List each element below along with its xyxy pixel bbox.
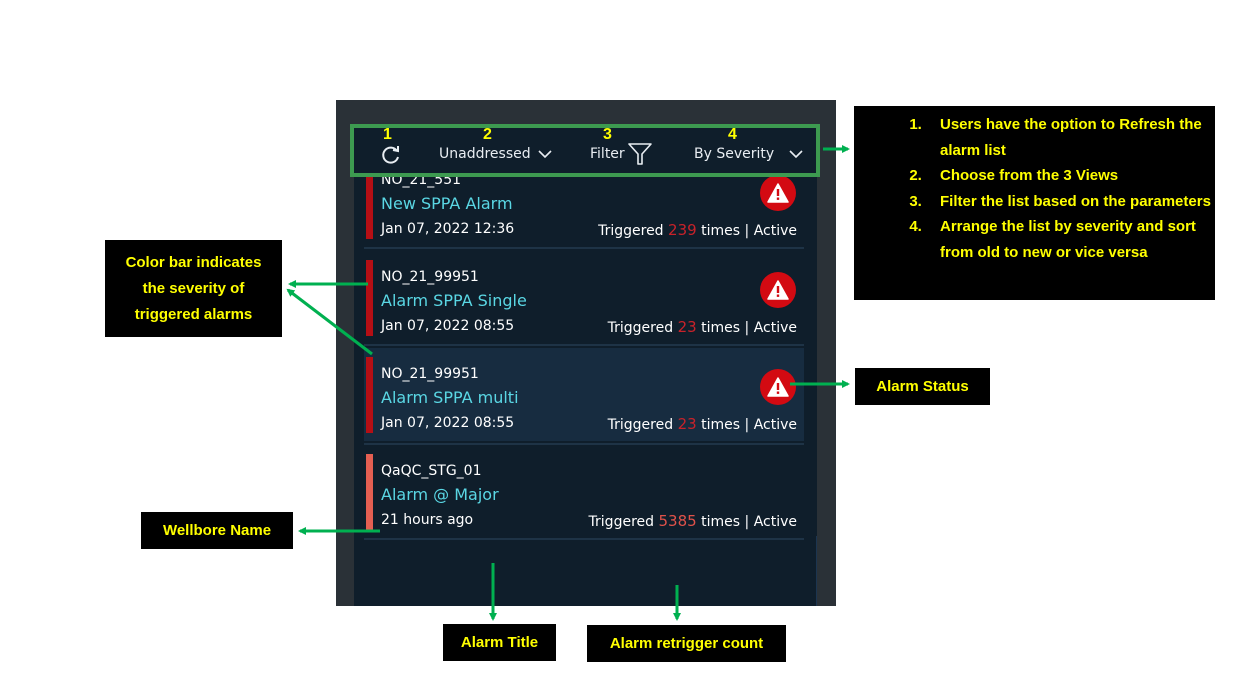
alarm-meta: Triggered 23 times | Active — [608, 415, 797, 433]
list-scrollbar-thumb[interactable] — [816, 536, 817, 606]
wellbore-name: QaQC_STG_01 — [381, 463, 482, 479]
alarm-status: Active — [753, 320, 797, 336]
sort-dropdown-label: By Severity — [694, 146, 775, 162]
help-item-filter: Filter the list based on the parameters — [926, 189, 1215, 215]
alarm-status: Active — [753, 223, 797, 239]
wellbore-name: NO_21_99951 — [381, 366, 479, 382]
alarm-title[interactable]: Alarm @ Major — [381, 485, 499, 504]
alarm-row-selected[interactable]: NO_21_99951 Alarm SPPA multi Jan 07, 202… — [364, 348, 804, 443]
help-item-sort: Arrange the list by severity and sort fr… — [926, 214, 1215, 265]
alert-triangle-icon — [760, 272, 796, 308]
alarm-title[interactable]: Alarm SPPA multi — [381, 388, 519, 407]
alarm-row[interactable]: NO_21_99951 Alarm SPPA Single Jan 07, 20… — [364, 251, 804, 346]
wellbore-name: NO_21_99951 — [381, 269, 479, 285]
alarm-panel: NO_21_551 New SPPA Alarm Jan 07, 2022 12… — [336, 100, 836, 606]
alert-triangle-icon — [760, 175, 796, 211]
alarm-meta: Triggered 239 times | Active — [598, 221, 797, 239]
severity-bar — [366, 454, 373, 530]
retrigger-count: 5385 — [658, 512, 697, 530]
help-item-refresh: Users have the option to Refresh the ala… — [926, 112, 1215, 163]
wellbore-name-callout-text: Wellbore Name — [162, 521, 272, 539]
triggered-label: Triggered — [588, 514, 655, 530]
separator: | — [744, 514, 750, 530]
alarm-time: Jan 07, 2022 12:36 — [381, 221, 515, 237]
alarm-title-callout: Alarm Title — [443, 624, 556, 661]
refresh-button[interactable] — [380, 144, 402, 166]
triggered-label: Triggered — [607, 320, 674, 336]
separator: | — [744, 417, 750, 433]
alarm-status: Active — [753, 514, 797, 530]
alarm-status-callout-text: Alarm Status — [876, 377, 969, 395]
view-dropdown[interactable]: Unaddressed — [439, 146, 553, 162]
separator: | — [744, 320, 750, 336]
alert-triangle-icon — [760, 369, 796, 405]
callout-number-3: 3 — [603, 126, 612, 143]
severity-bar — [366, 163, 373, 239]
alarm-row[interactable]: NO_21_551 New SPPA Alarm Jan 07, 2022 12… — [364, 154, 804, 249]
separator: | — [744, 223, 750, 239]
wellbore-name-callout: Wellbore Name — [141, 512, 293, 549]
alarm-title[interactable]: New SPPA Alarm — [381, 194, 513, 213]
times-label: times — [701, 514, 741, 530]
alarm-row[interactable]: QaQC_STG_01 Alarm @ Major 21 hours ago T… — [364, 445, 804, 540]
triggered-label: Triggered — [607, 417, 674, 433]
chevron-down-icon — [538, 150, 552, 159]
times-label: times — [701, 320, 741, 336]
panel-scrollbar[interactable] — [817, 127, 836, 606]
times-label: times — [701, 223, 741, 239]
severity-bar — [366, 357, 373, 433]
times-label: times — [701, 417, 741, 433]
toolbar-help-callout: Users have the option to Refresh the ala… — [854, 106, 1215, 300]
row-divider — [364, 443, 804, 445]
alarm-toolbar: 1 2 3 4 Unaddressed Filter By Severity — [350, 124, 820, 177]
callout-number-4: 4 — [728, 126, 737, 143]
retrigger-count-callout: Alarm retrigger count — [587, 625, 786, 662]
retrigger-count-callout-text: Alarm retrigger count — [609, 634, 764, 652]
alarm-meta: Triggered 5385 times | Active — [589, 512, 797, 530]
severity-bar — [366, 260, 373, 336]
view-dropdown-label: Unaddressed — [439, 146, 531, 162]
color-bar-callout-text: Color bar indicates the severity of trig… — [125, 253, 262, 323]
alarm-list: NO_21_551 New SPPA Alarm Jan 07, 2022 12… — [354, 127, 817, 606]
callout-number-1: 1 — [383, 126, 392, 143]
alarm-time: Jan 07, 2022 08:55 — [381, 318, 515, 334]
alarm-status-callout: Alarm Status — [855, 368, 990, 405]
alarm-meta: Triggered 23 times | Active — [608, 318, 797, 336]
color-bar-callout: Color bar indicates the severity of trig… — [105, 240, 282, 337]
sort-dropdown[interactable]: By Severity — [694, 146, 804, 162]
alarm-title-callout-text: Alarm Title — [460, 633, 539, 651]
retrigger-count: 239 — [668, 221, 697, 239]
retrigger-count: 23 — [677, 318, 697, 336]
callout-number-2: 2 — [483, 126, 492, 143]
alarm-time: Jan 07, 2022 08:55 — [381, 415, 515, 431]
retrigger-count: 23 — [677, 415, 697, 433]
funnel-icon — [627, 143, 652, 165]
filter-label: Filter — [590, 146, 625, 162]
alarm-time: 21 hours ago — [381, 512, 474, 528]
triggered-label: Triggered — [598, 223, 664, 239]
chevron-down-icon — [789, 150, 803, 159]
filter-button[interactable]: Filter — [590, 142, 653, 166]
help-item-views: Choose from the 3 Views — [926, 163, 1215, 189]
alarm-title[interactable]: Alarm SPPA Single — [381, 291, 527, 310]
alarm-status: Active — [753, 417, 797, 433]
refresh-icon — [382, 146, 399, 164]
